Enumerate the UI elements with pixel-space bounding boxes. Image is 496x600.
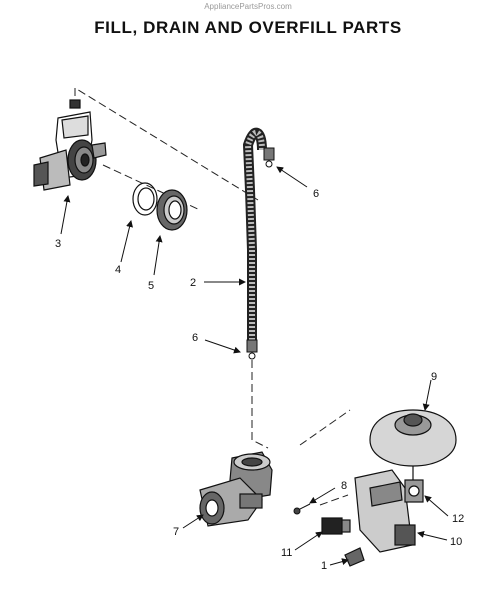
assembly-dashed-lines [74,87,351,506]
part-float [369,409,457,484]
watermark: AppliancePartsPros.com [204,2,292,11]
callout-11: 11 [281,547,292,559]
part-hose-clamp-bottom [246,339,258,360]
part-hose-clamp-top [263,147,275,168]
callout-10: 10 [450,536,462,548]
callout-12: 12 [452,513,464,525]
callout-7: 7 [173,526,179,538]
callout-6-top: 6 [313,188,319,200]
part-nut [156,189,188,231]
callout-3: 3 [55,238,61,250]
callout-2: 2 [190,277,196,289]
leader-lines [60,166,449,566]
callout-5: 5 [148,280,154,292]
part-screw [293,503,311,515]
part-air-gap-assembly [33,99,107,191]
part-pump-valve [199,451,273,527]
callout-8: 8 [341,480,347,492]
part-gasket [132,182,158,216]
callout-4: 4 [115,264,121,276]
callout-6-bottom: 6 [192,332,198,344]
part-switch-bracket [354,469,416,553]
part-actuator [344,547,365,567]
callout-9: 9 [431,371,437,383]
part-float-clip [404,479,424,503]
part-microswitch [321,517,351,535]
part-drain-hose [242,127,267,345]
page-title: FILL, DRAIN AND OVERFILL PARTS [94,18,402,37]
callout-1: 1 [321,560,327,572]
